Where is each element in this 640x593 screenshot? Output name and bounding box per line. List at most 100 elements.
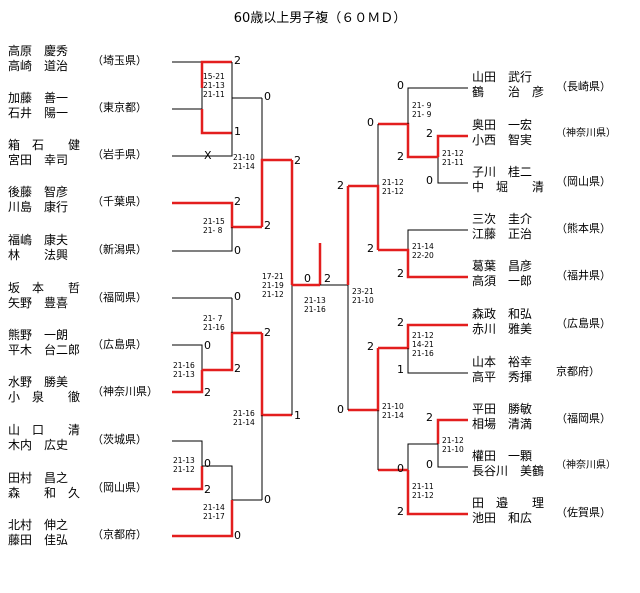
right-entry-9-players: 權田 一顆長谷川 美鶴 (472, 449, 545, 478)
bracket-line (172, 440, 203, 466)
right-entry-10-prefecture: （佐賀県） (556, 506, 611, 519)
score: 0 (367, 116, 374, 129)
bracket-line (407, 348, 468, 374)
bracket-line (378, 248, 468, 279)
bracket-line (260, 158, 292, 227)
left-entry-1-prefecture: （埼玉県） (92, 54, 147, 67)
score: 2 (204, 483, 211, 496)
score: 0 (204, 457, 211, 470)
bracket-line (260, 333, 292, 417)
score: 0 (304, 272, 311, 285)
score: 1 (294, 409, 301, 422)
score: 0 (264, 90, 271, 103)
bracket-line (200, 109, 232, 135)
score: 0 (397, 462, 404, 475)
score: 2 (397, 150, 404, 163)
bracket-line (200, 60, 232, 88)
bracket-line (202, 465, 262, 501)
right-entry-2-players: 奥田 一宏小西 智実 (472, 118, 533, 147)
left-entry-11-players: 北村 伸之藤田 佳弘 (8, 518, 69, 547)
bracket-line (437, 157, 468, 184)
right-entry-4-players: 三次 圭介江藤 正治 (472, 212, 533, 241)
bracket-line (202, 98, 233, 157)
bracket-line (407, 229, 468, 250)
score: 2 (294, 154, 301, 167)
bracket-line (172, 344, 203, 370)
left-entry-4-players: 後藤 智彦川島 康行 (8, 185, 69, 214)
bracket-line (436, 134, 468, 157)
score: 1 (397, 363, 404, 376)
score: 0 (204, 339, 211, 352)
left-entry-6-prefecture: （福岡県） (92, 291, 147, 304)
bracket-line (172, 466, 204, 491)
left-entry-3-players: 箱 石 健宮田 幸司 (8, 138, 81, 167)
left-entry-9-prefecture: （茨城県） (92, 433, 147, 446)
bracket-line (436, 418, 468, 444)
right-entry-4-prefecture: （熊本県） (556, 222, 611, 235)
score: 2 (397, 505, 404, 518)
score: 2 (234, 362, 241, 375)
bracket-line (378, 122, 438, 159)
score: 1 (234, 125, 241, 138)
score: X (204, 149, 212, 162)
right-entry-6-prefecture: （広島県） (556, 317, 611, 330)
right-entry-8-players: 平田 勝敏相場 清満 (472, 402, 533, 431)
score: 0 (264, 493, 271, 506)
bracket-line (407, 87, 468, 98)
bracket-line (348, 348, 380, 412)
left-entry-4-prefecture: （千葉県） (92, 195, 147, 208)
left-entry-7-prefecture: （広島県） (92, 338, 147, 351)
score: 2 (234, 54, 241, 67)
bracket-line (407, 443, 438, 470)
right-entry-5-prefecture: （福井県） (556, 269, 611, 282)
score: 0 (234, 529, 241, 542)
right-entry-1-players: 山田 武行鶴 治 彦 (472, 70, 545, 99)
right-entry-7-players: 山本 裕幸高平 秀揮 (472, 355, 533, 384)
score: 0 (426, 174, 433, 187)
bracket-line (437, 444, 468, 468)
left-entry-7-players: 熊野 一朗平木 台二郎 (8, 328, 81, 357)
left-entry-5-players: 福嶋 康夫林 法興 (8, 233, 69, 262)
bracket-line (172, 88, 203, 110)
page-title: 60歳以上男子複（６０ＭＤ） (233, 11, 407, 26)
score: 2 (367, 340, 374, 353)
right-entry-1-prefecture: （長崎県） (556, 80, 611, 93)
score: 0 (234, 244, 241, 257)
bracket-line (172, 61, 203, 88)
bracket-line (378, 323, 468, 350)
left-entry-9-players: 山 口 清木内 広史 (8, 423, 81, 452)
score: 2 (264, 219, 271, 232)
right-entry-2-prefecture: （神奈川県） (556, 128, 616, 139)
right-entry-3-prefecture: （岡山県） (556, 175, 611, 188)
score: 2 (324, 272, 331, 285)
score: 2 (426, 411, 433, 424)
bracket-line (172, 201, 262, 229)
right-entry-6-players: 森政 和弘赤川 雅美 (472, 307, 533, 336)
bracket-line (231, 62, 262, 99)
score: 2 (367, 242, 374, 255)
score: 2 (264, 326, 271, 339)
score: 2 (426, 127, 433, 140)
score: 0 (234, 290, 241, 303)
bracket-line (172, 227, 233, 252)
left-entry-10-players: 田村 昌之森 和 久 (8, 471, 81, 500)
bracket-line (202, 331, 262, 372)
left-entry-8-players: 水野 勝美小 泉 徹 (8, 375, 81, 404)
bracket-line (348, 184, 380, 250)
left-entry-5-prefecture: （新潟県） (92, 243, 147, 256)
